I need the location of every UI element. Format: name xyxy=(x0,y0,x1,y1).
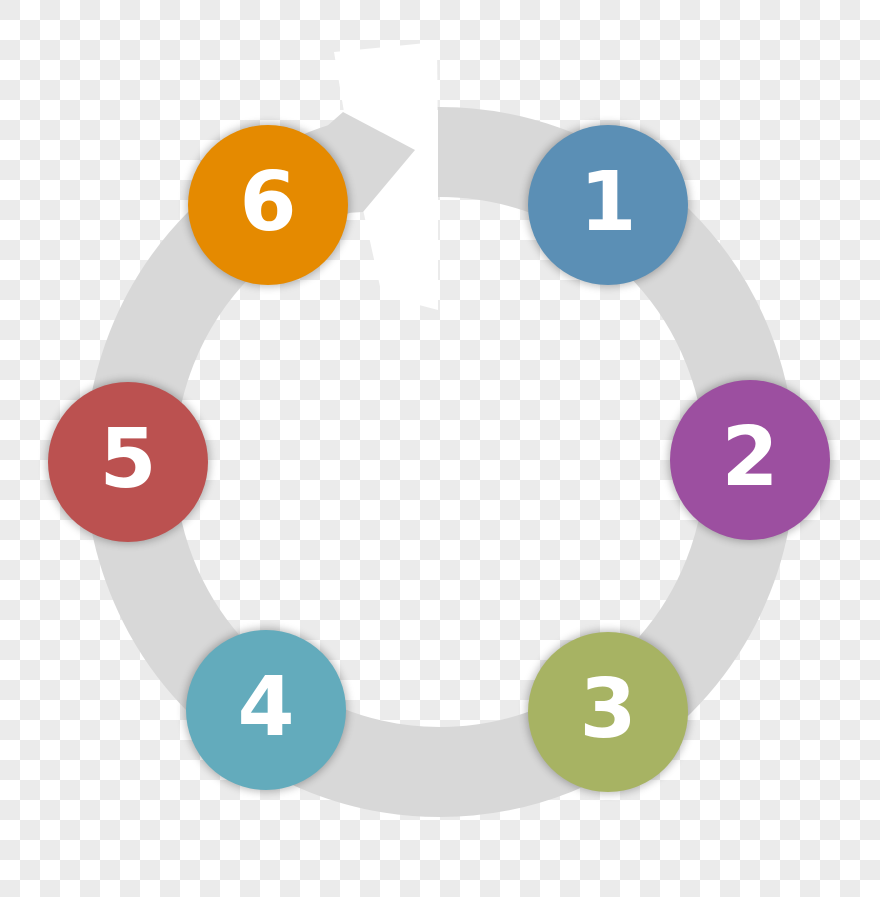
step-3-circle: 3 xyxy=(528,632,688,792)
step-5-label: 5 xyxy=(99,412,157,507)
step-4-circle: 4 xyxy=(186,630,346,790)
ring-gap-lower xyxy=(362,205,438,310)
step-2-circle: 2 xyxy=(670,380,830,540)
step-2-label: 2 xyxy=(721,410,779,505)
step-6-label: 6 xyxy=(239,155,297,250)
step-3-label: 3 xyxy=(579,662,637,757)
step-4-label: 4 xyxy=(237,660,295,755)
step-6-circle: 6 xyxy=(188,125,348,285)
step-1-circle: 1 xyxy=(528,125,688,285)
step-1-label: 1 xyxy=(579,155,637,250)
step-5-circle: 5 xyxy=(48,382,208,542)
